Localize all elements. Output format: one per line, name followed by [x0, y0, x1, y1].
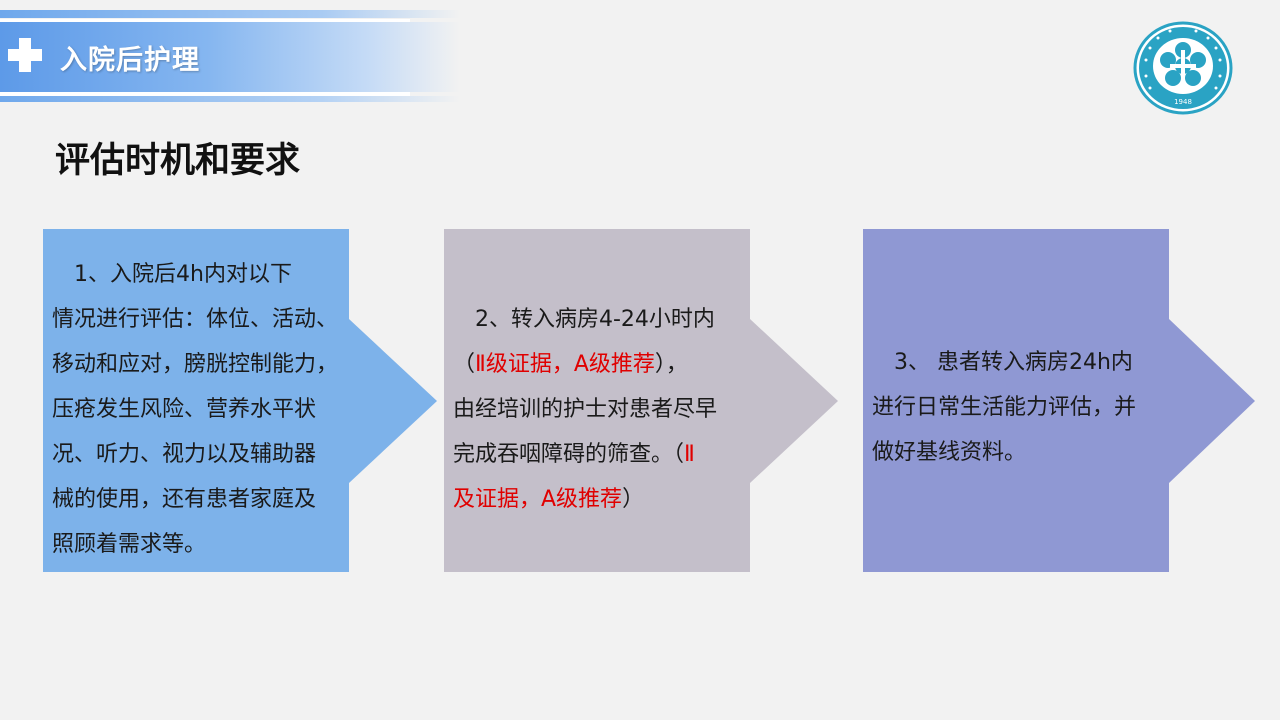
step-2-line: 完成吞咽障碍的筛查。（Ⅱ — [453, 442, 695, 467]
step-1-line: 械的使用，还有患者家庭及 — [52, 487, 317, 512]
step-3-box — [863, 229, 1169, 572]
step-1-arrow — [349, 319, 437, 483]
step-1-box — [43, 229, 349, 572]
svg-text:1948: 1948 — [1174, 98, 1192, 106]
banner-top-line — [0, 10, 460, 18]
step-1-line: 移动和应对，膀胱控制能力， — [52, 352, 339, 377]
evidence-level: Ⅱ级证据，A级推荐 — [475, 352, 655, 377]
step-3-line: 做好基线资料。 — [872, 440, 1027, 465]
step-3-line: 3、 患者转入病房24h内 — [872, 350, 1133, 375]
step-1-text: 1、入院后4h内对以下 情况进行评估：体位、活动、 移动和应对，膀胱控制能力， … — [52, 252, 352, 567]
step-3-text: 3、 患者转入病房24h内 进行日常生活能力评估，并 做好基线资料。 — [872, 340, 1172, 475]
step-3-line: 进行日常生活能力评估，并 — [872, 395, 1137, 420]
step-2-line: 由经培训的护士对患者尽早 — [453, 397, 718, 422]
step-1-line: 况、听力、视力以及辅助器 — [52, 442, 317, 467]
step-2-line: 2、转入病房4-24小时内 — [453, 307, 715, 332]
step-1-line: 情况进行评估：体位、活动、 — [52, 307, 339, 332]
step-2-line: （Ⅱ级证据，A级推荐）， — [453, 352, 688, 377]
section-title: 评估时机和要求 — [55, 141, 301, 181]
step-2-text: 2、转入病房4-24小时内 （Ⅱ级证据，A级推荐）， 由经培训的护士对患者尽早 … — [453, 297, 753, 522]
banner-bottom-line — [0, 96, 460, 102]
page-title: 入院后护理 — [60, 45, 200, 76]
evidence-level: Ⅱ — [684, 442, 695, 467]
header-banner — [0, 22, 460, 92]
step-2-box — [444, 229, 750, 572]
step-2-arrow — [750, 319, 838, 483]
step-1-line: 1、入院后4h内对以下 — [52, 262, 292, 287]
step-1-line: 压疮发生风险、营养水平状 — [52, 397, 317, 422]
medical-cross-icon — [8, 38, 42, 72]
banner-divider — [0, 19, 410, 22]
step-2-line: 及证据，A级推荐） — [453, 487, 645, 512]
step-1-line: 照顾着需求等。 — [52, 532, 207, 557]
evidence-level: 及证据，A级推荐 — [453, 487, 623, 512]
hospital-logo-icon: 1948 — [1133, 21, 1233, 115]
step-3-arrow — [1169, 319, 1255, 483]
banner-divider — [0, 92, 410, 96]
